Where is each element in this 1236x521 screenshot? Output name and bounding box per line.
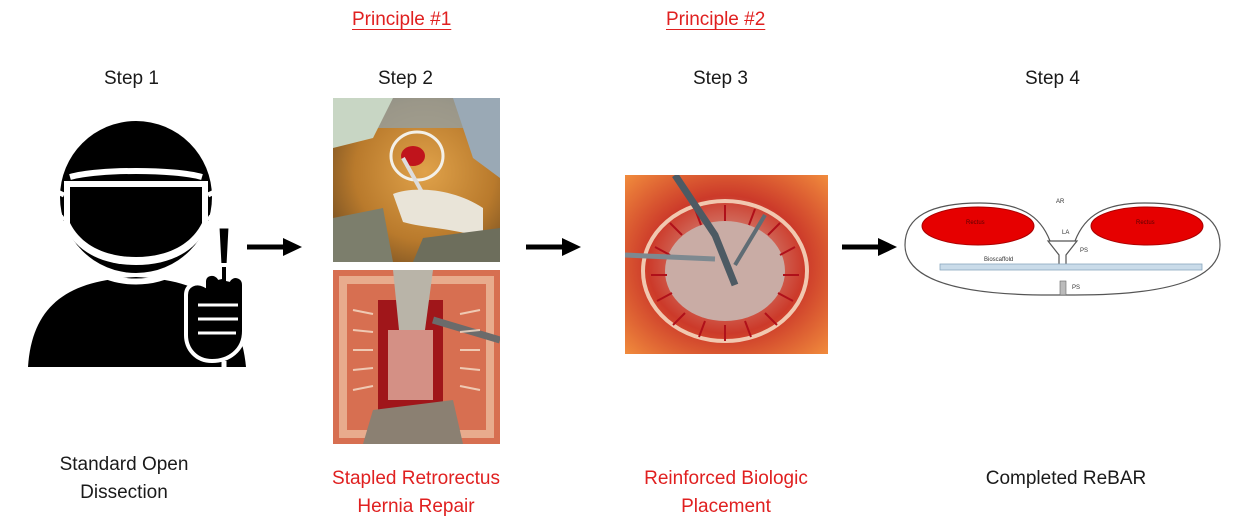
bioscaffold [940,264,1202,270]
step-3-caption-line-2: Placement [606,493,846,521]
step-3-caption-line-1: Reinforced Biologic [606,465,846,493]
arrow-right-icon [247,236,303,258]
step-2-caption-line-1: Stapled Retrorectus [296,465,536,493]
ps-lower-label: PS [1072,285,1080,291]
arrow-right-icon [526,236,582,258]
step-4-label: Step 4 [1025,68,1080,90]
step-1-caption-line-2: Dissection [24,479,224,507]
step-1-caption-line-1: Standard Open [24,451,224,479]
surgical-photo-top [333,98,500,262]
right-rectus-muscle [1091,207,1203,245]
surgeon-icon [18,105,263,375]
step-2-caption-line-2: Hernia Repair [296,493,536,521]
step-1-label: Step 1 [104,68,159,90]
surgical-photo-bottom [333,270,500,444]
step-4-caption-line-1: Completed ReBAR [946,465,1186,493]
ps-upper-label: PS [1080,248,1088,254]
scaffold-label: Bioscaffold [984,257,1013,263]
right-rectus-label: Rectus [1136,220,1155,226]
step-2-caption: Stapled Retrorectus Hernia Repair [296,465,536,521]
step-1-caption: Standard Open Dissection [24,451,224,507]
step-4-caption: Completed ReBAR [946,465,1186,493]
left-rectus-muscle [922,207,1034,245]
principle-1-heading: Principle #1 [352,9,451,31]
la-label: LA [1062,230,1069,236]
ar-label: AR [1056,199,1064,205]
step-2-label: Step 2 [378,68,433,90]
rebar-diagram: Rectus Rectus AR LA PS Bioscaffold PS [900,195,1225,300]
surgical-photo-biologic [625,175,828,354]
arrow-right-icon [842,236,898,258]
left-rectus-label: Rectus [966,220,985,226]
step-3-caption: Reinforced Biologic Placement [606,465,846,521]
step-3-label: Step 3 [693,68,748,90]
principle-2-heading: Principle #2 [666,9,765,31]
